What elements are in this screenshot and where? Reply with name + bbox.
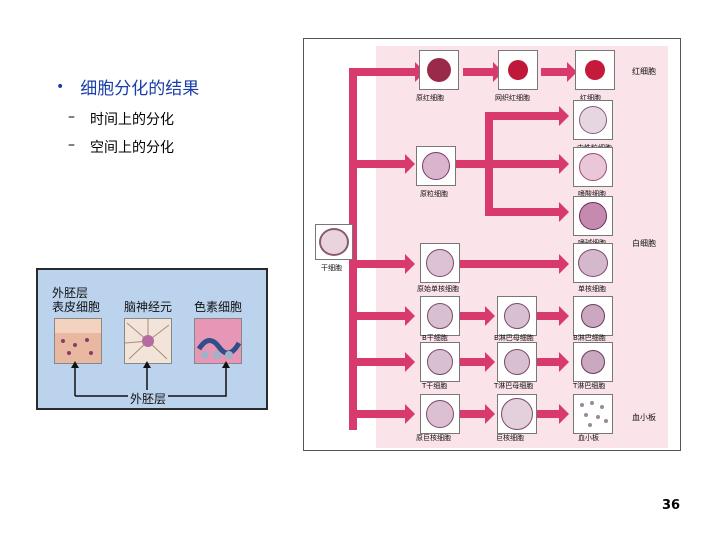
eosinophil-image: [573, 147, 613, 187]
bullet-main: • 细胞分化的结果: [56, 74, 296, 100]
platelet-image: [573, 394, 613, 434]
megakaryoblast-label: 原巨核细胞: [416, 434, 451, 442]
t-lymphoblast-image: [497, 342, 537, 382]
reticulocyte-image: [498, 50, 538, 90]
cell-graphic: [426, 249, 454, 277]
ectoderm-figure: 外胚层 表皮细胞 脑神经元 色素细胞 外胚层: [36, 268, 268, 410]
monocyte-image: [573, 243, 613, 283]
cell-graphic: [501, 398, 533, 430]
proerythroblast-image: [419, 50, 459, 90]
ectoderm-label-line2: 表皮细胞: [52, 300, 101, 314]
stem-cell-label: 干细胞: [321, 264, 342, 272]
neutrophil-image: [573, 100, 613, 140]
cell-graphic: [504, 349, 530, 375]
dash-icon: –: [68, 137, 75, 153]
pigment-label: 色素细胞: [194, 300, 243, 314]
group-white-label: 白细胞: [632, 239, 656, 248]
proerythroblast-label: 原红细胞: [416, 94, 444, 102]
t-lymphocyte-image: [573, 342, 613, 382]
myeloblast-label: 原粒细胞: [420, 190, 448, 198]
stem-cell-image: [315, 224, 353, 260]
b-lymphoblast-image: [497, 296, 537, 336]
group-platelet-label: 血小板: [632, 413, 656, 422]
b-lymphoblast-label: B淋巴母细胞: [494, 334, 534, 342]
group-red-label: 红细胞: [632, 67, 656, 76]
cell-graphic: [422, 152, 450, 180]
ectoderm-bottom-label: 外胚层: [128, 390, 169, 407]
epidermis-image: [54, 318, 102, 364]
megakaryocyte-image: [497, 394, 537, 434]
bullet-sub-1-text: 时间上的分化: [90, 112, 174, 128]
cell-graphic: [585, 60, 605, 80]
bullet-sub-1: – 时间上的分化: [68, 109, 296, 129]
bullet-sub-2-text: 空间上的分化: [90, 140, 174, 156]
cell-graphic: [426, 400, 454, 428]
myeloblast-image: [416, 146, 456, 186]
t-lymphoblast-label: T淋巴母细胞: [494, 382, 534, 390]
monoblast-image: [420, 243, 460, 283]
pigment-graphic: [196, 338, 242, 359]
megakaryocyte-label: 巨核细胞: [496, 434, 524, 442]
neuron-graphic: [124, 319, 170, 360]
dash-icon: –: [68, 109, 75, 125]
cell-graphic: [508, 60, 528, 80]
bullet-sub-2: – 空间上的分化: [68, 137, 296, 157]
cell-graphic: [581, 350, 605, 374]
cell-graphic: [427, 58, 451, 82]
ectoderm-arrows: [71, 361, 230, 397]
b-lymphocyte-label: B淋巴细胞: [573, 334, 606, 342]
cell-graphic: [427, 303, 453, 329]
t-stem-label: T干细胞: [422, 382, 448, 390]
platelets-graphic: [580, 401, 608, 427]
cell-graphic: [581, 304, 605, 328]
b-stem-image: [420, 296, 460, 336]
cell-graphic: [579, 153, 607, 181]
cell-graphic: [579, 202, 607, 230]
slide-number: 36: [662, 498, 681, 513]
erythrocyte-image: [575, 50, 615, 90]
t-stem-image: [420, 342, 460, 382]
cell-graphic: [578, 249, 608, 277]
reticulocyte-label: 网织红细胞: [495, 94, 530, 102]
ectoderm-label-line1: 外胚层: [52, 286, 89, 300]
basophil-image: [573, 196, 613, 236]
b-lymphocyte-image: [573, 296, 613, 336]
platelet-label: 血小板: [578, 434, 599, 442]
bullet-main-text: 细胞分化的结果: [80, 79, 200, 99]
cell-graphic: [504, 303, 530, 329]
neuron-label: 脑神经元: [124, 300, 173, 314]
eosinophil-label: 嗜酸细胞: [578, 190, 606, 198]
bullet-dot-icon: •: [56, 78, 65, 95]
monoblast-label: 原始单核细胞: [417, 285, 459, 293]
t-lymphocyte-label: T淋巴细胞: [573, 382, 606, 390]
neuron-image: [124, 318, 172, 364]
cell-graphic: [319, 228, 349, 256]
cell-graphic: [579, 106, 607, 134]
ectoderm-label: 外胚层 表皮细胞: [52, 286, 100, 314]
megakaryoblast-image: [420, 394, 460, 434]
erythrocyte-label: 红细胞: [580, 94, 601, 102]
epidermis-graphic: [55, 319, 101, 355]
b-stem-label: B干细胞: [422, 334, 448, 342]
cell-graphic: [427, 349, 453, 375]
bullet-list: • 细胞分化的结果 – 时间上的分化 – 空间上的分化: [56, 74, 296, 157]
monocyte-label: 单核细胞: [578, 285, 606, 293]
pigment-image: [194, 318, 242, 364]
